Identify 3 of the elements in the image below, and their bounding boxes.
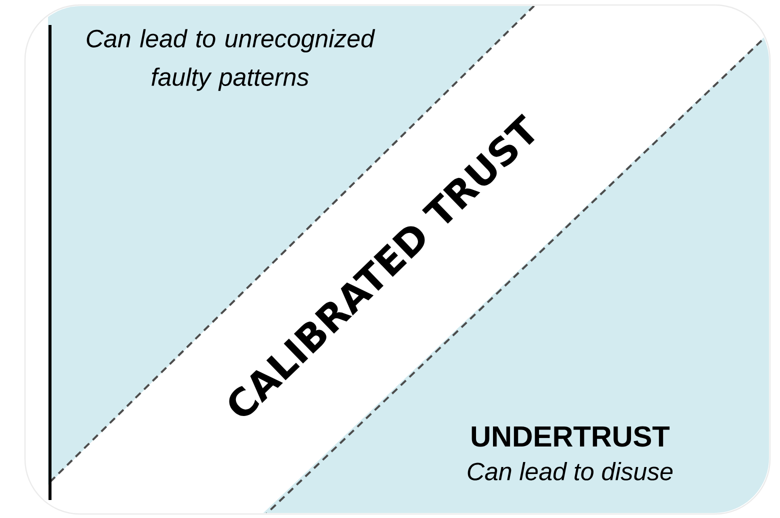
note-text: Can lead to disuse <box>468 462 673 480</box>
note-text: Can lead to unrecognized faulty patterns <box>86 29 376 91</box>
heading: UNDERTRUST <box>472 426 670 447</box>
